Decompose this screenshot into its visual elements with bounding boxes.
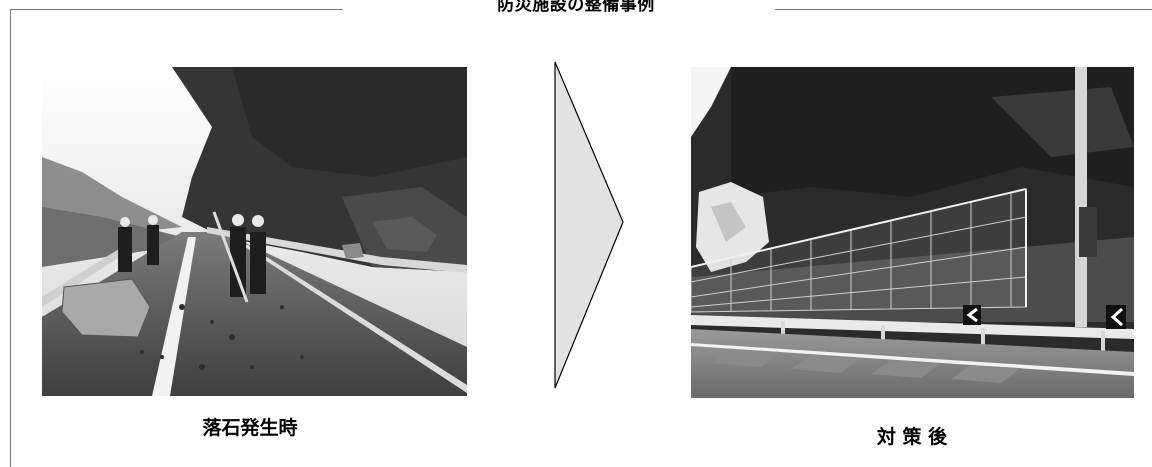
page-title: 防災施設の整備事例 [497,0,655,15]
frame-top-left-line [10,9,343,10]
right-arrow-icon [554,61,624,389]
after-caption: 対 策 後 [876,426,948,448]
frame-top-right-line [775,9,1152,10]
before-caption: 落石発生時 [202,417,298,439]
rockfall-scene-photo [42,67,467,396]
rockfall-protection-fence-photo [691,67,1134,398]
frame-left-line [10,9,11,467]
